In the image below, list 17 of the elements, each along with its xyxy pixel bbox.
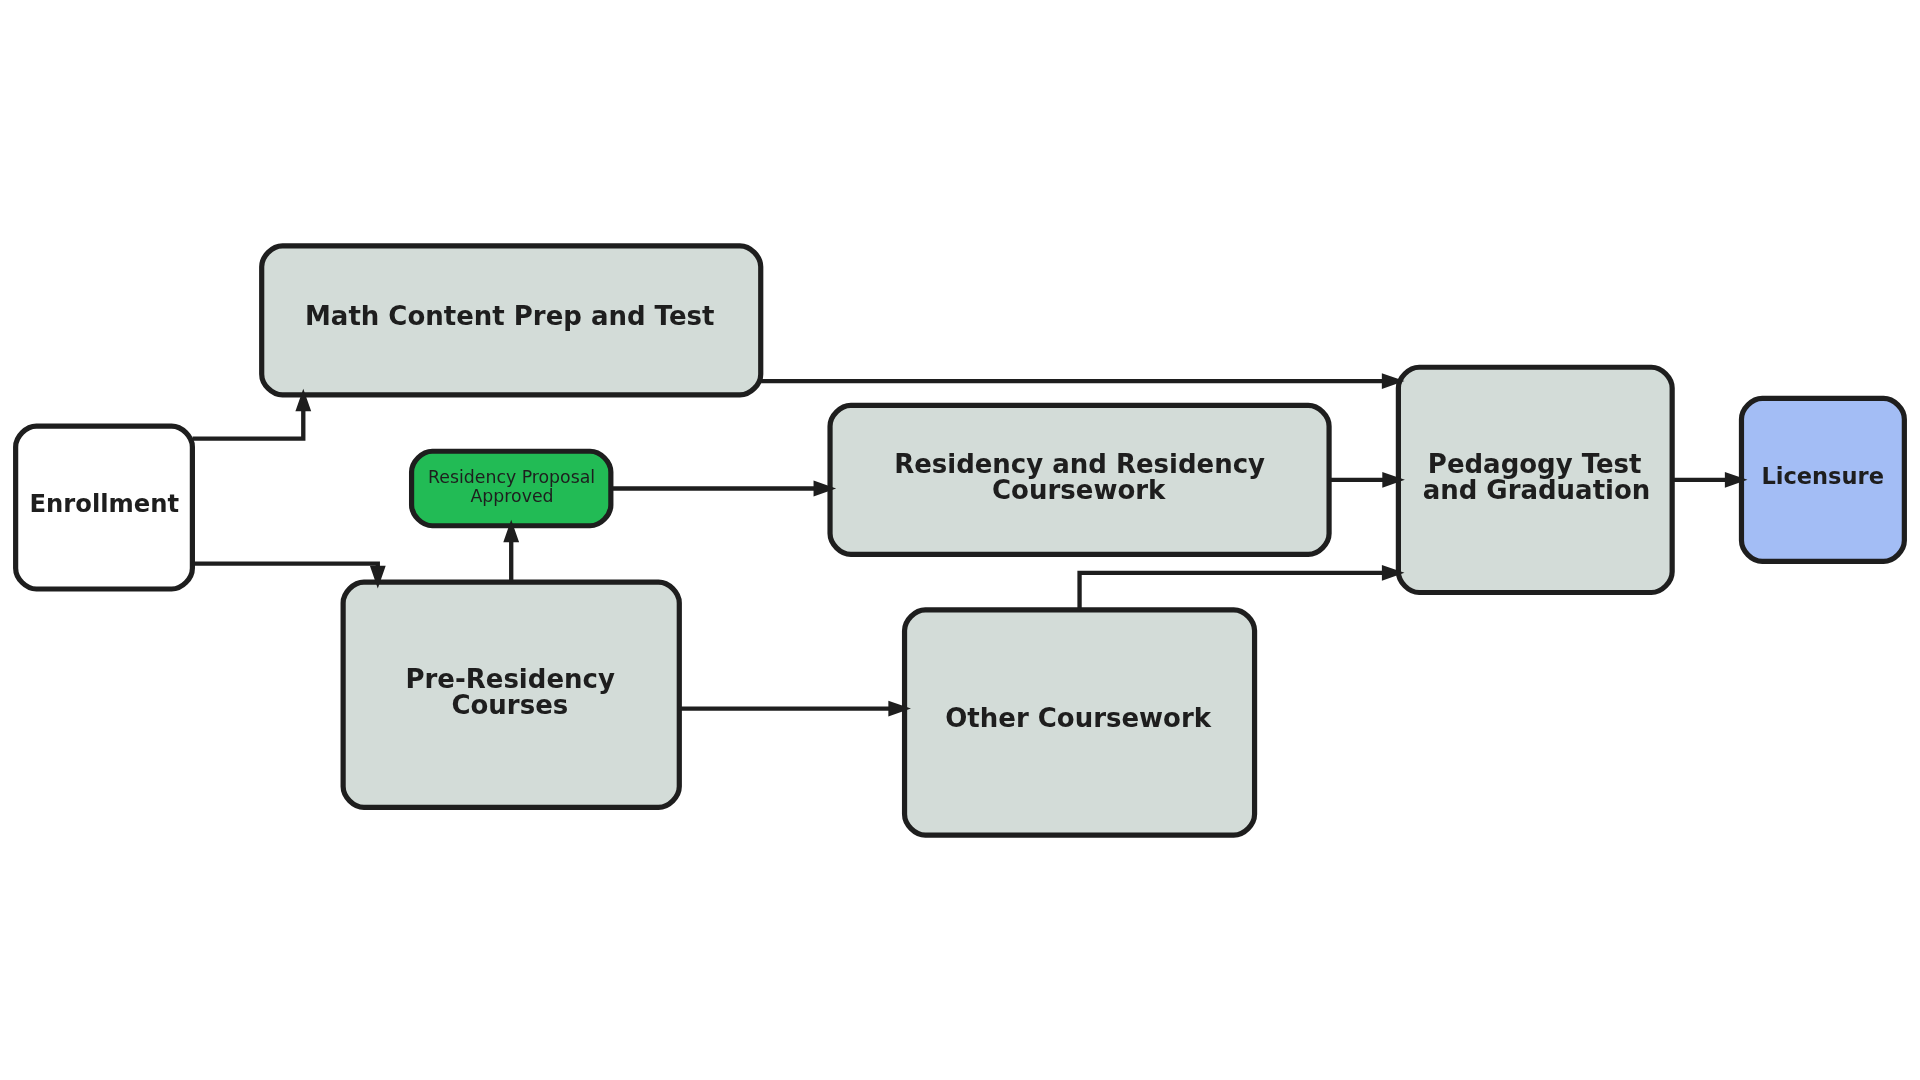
arrow (1672, 471, 1748, 488)
arrow (503, 519, 520, 582)
node-box: Other Coursework (901, 606, 1258, 838)
node-box: Residency Proposal Approved (408, 448, 614, 528)
arrow (1077, 564, 1405, 609)
node-box: Licensure (1738, 395, 1907, 564)
node-box: Math Content Prep and Test (259, 242, 764, 398)
node-box: Enrollment (13, 423, 195, 592)
arrow (679, 700, 911, 716)
node-box: Pre-Residency Courses (340, 579, 682, 810)
arrow (610, 480, 837, 496)
arrow (761, 372, 1405, 389)
arrow (192, 388, 312, 441)
arrow (192, 560, 386, 588)
node-box: Pedagogy Test and Graduation (1395, 364, 1675, 595)
arrow (1329, 471, 1405, 488)
node-box: Residency and Residency Coursework (827, 402, 1332, 557)
